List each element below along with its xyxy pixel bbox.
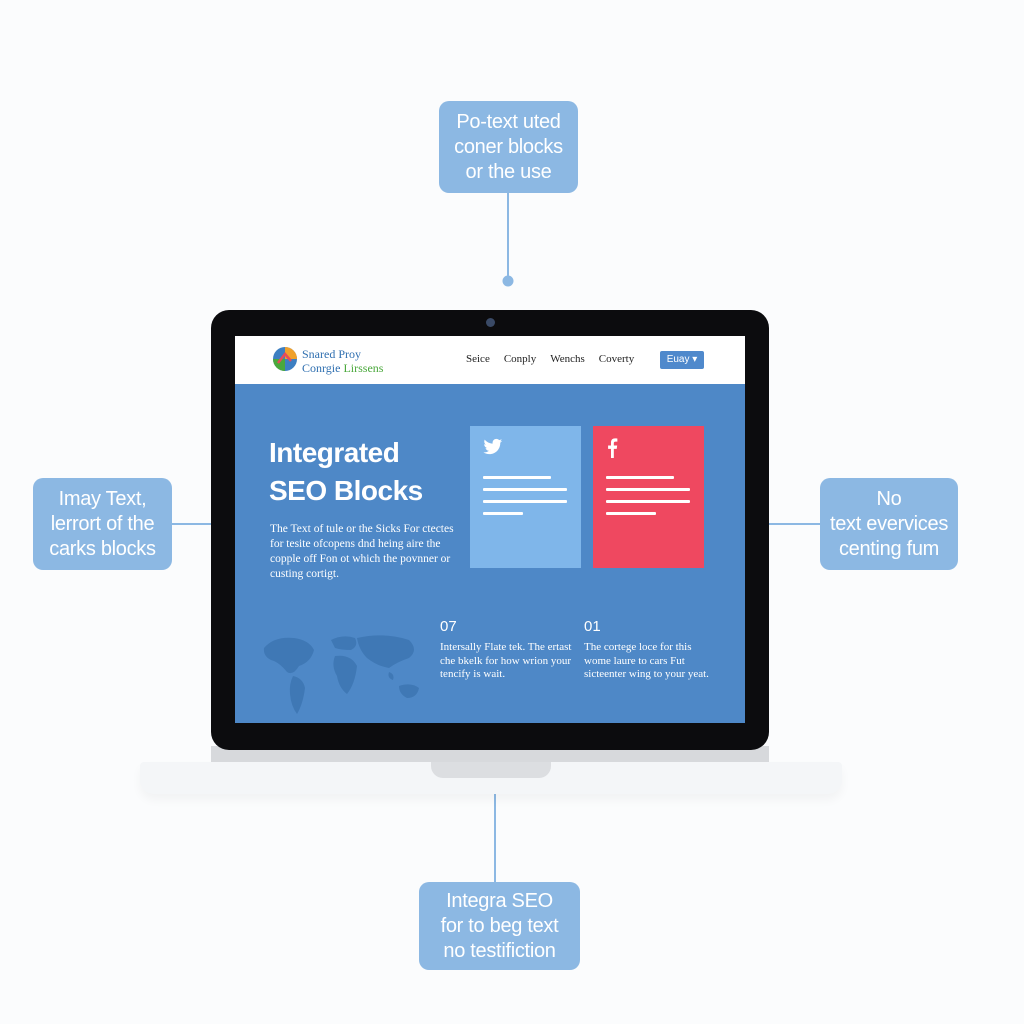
text-bar xyxy=(483,512,523,515)
twitter-card[interactable] xyxy=(470,426,581,568)
hero-title: Integrated SEO Blocks xyxy=(269,434,423,510)
twitter-icon xyxy=(483,438,503,455)
callout-text: lerrort of the xyxy=(50,512,155,535)
callout-top: Po-text uted coner blocks or the use xyxy=(439,101,578,193)
callout-text: or the use xyxy=(465,160,552,183)
hero-title-line: SEO Blocks xyxy=(269,475,423,506)
callout-text: no testifiction xyxy=(443,939,556,962)
callout-left: Imay Text, lerrort of the carks blocks xyxy=(33,478,172,570)
laptop-screen: Snared Proy Conrgie Lirssens Seice Conpl… xyxy=(235,336,745,723)
nav-link-coverty[interactable]: Coverty xyxy=(598,353,635,365)
logo-line: Conrgie Lirssens xyxy=(302,361,383,375)
nav-link-seice[interactable]: Seice xyxy=(466,353,490,365)
callout-text: No xyxy=(876,487,902,510)
callout-text: carks blocks xyxy=(49,537,156,560)
logo-line-part: Conrgie xyxy=(302,361,344,375)
nav-link-conply[interactable]: Conply xyxy=(503,353,537,365)
callout-text: Integra SEO xyxy=(446,889,553,912)
callout-text: for to beg text xyxy=(440,914,559,937)
stat-description: Intersally Flate tek. The ertast che bke… xyxy=(440,641,572,680)
callout-text: Po-text uted xyxy=(456,110,561,133)
callout-text: coner blocks xyxy=(454,135,563,158)
nav-dropdown-button[interactable]: Euay ▾ xyxy=(660,351,704,369)
world-map-icon xyxy=(263,635,419,714)
stat-description: The cortege loce for this wome laure to … xyxy=(584,641,709,680)
facebook-card[interactable] xyxy=(593,426,704,568)
logo-icon xyxy=(273,347,297,371)
laptop-notch xyxy=(431,762,551,778)
site-navbar: Snared Proy Conrgie Lirssens Seice Conpl… xyxy=(235,336,745,384)
facebook-icon xyxy=(608,438,618,458)
hero-title-line: Integrated xyxy=(269,437,400,468)
logo-line-part: Lirssens xyxy=(343,361,384,375)
callout-text: centing fum xyxy=(838,537,940,560)
stat-number: 07 xyxy=(440,618,457,635)
text-bar xyxy=(606,512,656,515)
stat-number: 01 xyxy=(584,618,601,635)
laptop-hinge xyxy=(211,746,769,762)
callout-text: text evervices xyxy=(829,512,949,535)
text-bar xyxy=(483,476,551,479)
nav-link-wenchs[interactable]: Wenchs xyxy=(550,353,585,365)
webcam-icon xyxy=(486,318,495,327)
callout-right: No text evervices centing fum xyxy=(820,478,958,570)
text-bar xyxy=(483,488,567,491)
text-bar xyxy=(606,488,690,491)
text-bar xyxy=(483,500,567,503)
logo-line: Snared Proy xyxy=(302,347,361,361)
callout-bottom: Integra SEO for to beg text no testifict… xyxy=(419,882,580,970)
hero-body: The Text of tule or the Sicks For ctecte… xyxy=(270,523,454,580)
text-bar xyxy=(606,476,674,479)
callout-text: Imay Text, xyxy=(58,487,147,510)
logo-text[interactable]: Snared Proy Conrgie Lirssens xyxy=(302,347,383,375)
nav-links: Seice Conply Wenchs Coverty xyxy=(466,353,634,365)
text-bar xyxy=(606,500,690,503)
